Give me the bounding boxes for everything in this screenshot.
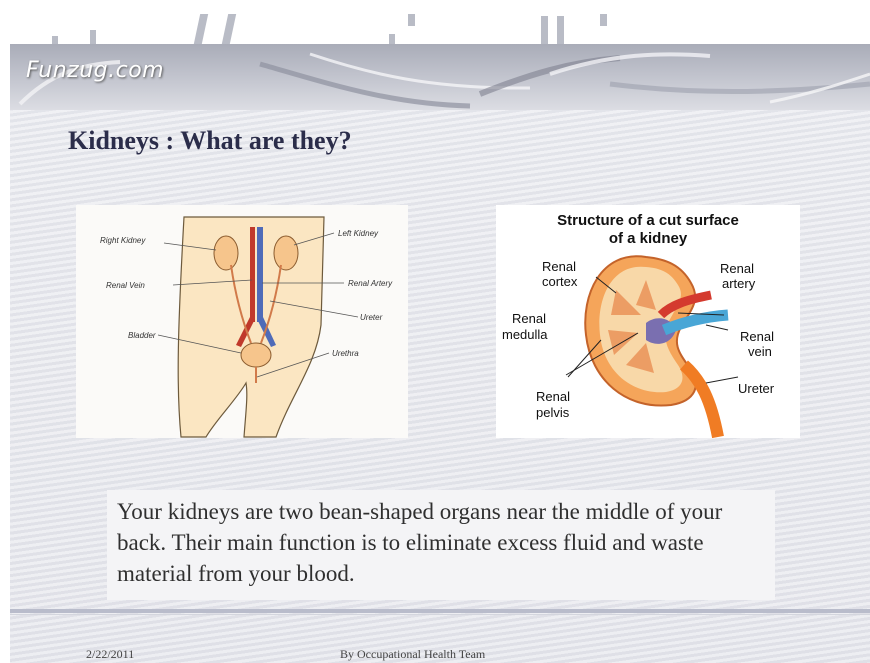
- ureter-shape: [684, 365, 718, 437]
- label-renal-medulla-line2: medulla: [502, 327, 548, 342]
- header-band: Funzug.com: [10, 44, 870, 110]
- label-renal-artery-line2: artery: [722, 276, 756, 291]
- label-ureter: Ureter: [738, 381, 775, 396]
- slide: Funzug.com Kidneys : What are they?: [10, 44, 870, 663]
- slide-title: Kidneys : What are they?: [68, 126, 352, 156]
- description-text: Your kidneys are two bean-shaped organs …: [117, 496, 767, 589]
- label-renal-cortex-line2: cortex: [542, 274, 578, 289]
- brand-logo: Funzug.com: [26, 58, 164, 83]
- label-renal-vein: Renal Vein: [106, 281, 145, 290]
- label-renal-artery-line1: Renal: [720, 261, 754, 276]
- label-left-kidney: Left Kidney: [338, 229, 379, 238]
- description-box: Your kidneys are two bean-shaped organs …: [107, 490, 775, 600]
- footer-divider: [10, 609, 870, 613]
- right-kidney-shape: [214, 236, 238, 270]
- footer-divider-thin: [10, 614, 870, 615]
- footer-date: 2/22/2011: [86, 647, 134, 662]
- bladder-shape: [241, 343, 271, 367]
- diagram-title-line1: Structure of a cut surface: [557, 212, 739, 229]
- urinary-system-diagram: Right Kidney Renal Vein Bladder Left Kid…: [76, 205, 408, 438]
- label-renal-vein-line2: vein: [748, 344, 772, 359]
- label-renal-cortex-line1: Renal: [542, 259, 576, 274]
- label-renal-artery: Renal Artery: [348, 279, 393, 288]
- label-right-kidney: Right Kidney: [100, 236, 146, 245]
- top-strip: [0, 0, 870, 44]
- label-ureter: Ureter: [360, 313, 383, 322]
- label-renal-medulla-line1: Renal: [512, 311, 546, 326]
- label-renal-pelvis-line1: Renal: [536, 389, 570, 404]
- label-renal-vein-line1: Renal: [740, 329, 774, 344]
- diagram-title-line2: of a kidney: [609, 230, 688, 247]
- kidney-cross-section-diagram: Structure of a cut surface of a kidney: [496, 205, 800, 438]
- label-renal-pelvis-line2: pelvis: [536, 405, 570, 420]
- left-kidney-shape: [274, 236, 298, 270]
- label-bladder: Bladder: [128, 331, 156, 340]
- label-urethra: Urethra: [332, 349, 359, 358]
- footer-team: By Occupational Health Team: [340, 647, 485, 662]
